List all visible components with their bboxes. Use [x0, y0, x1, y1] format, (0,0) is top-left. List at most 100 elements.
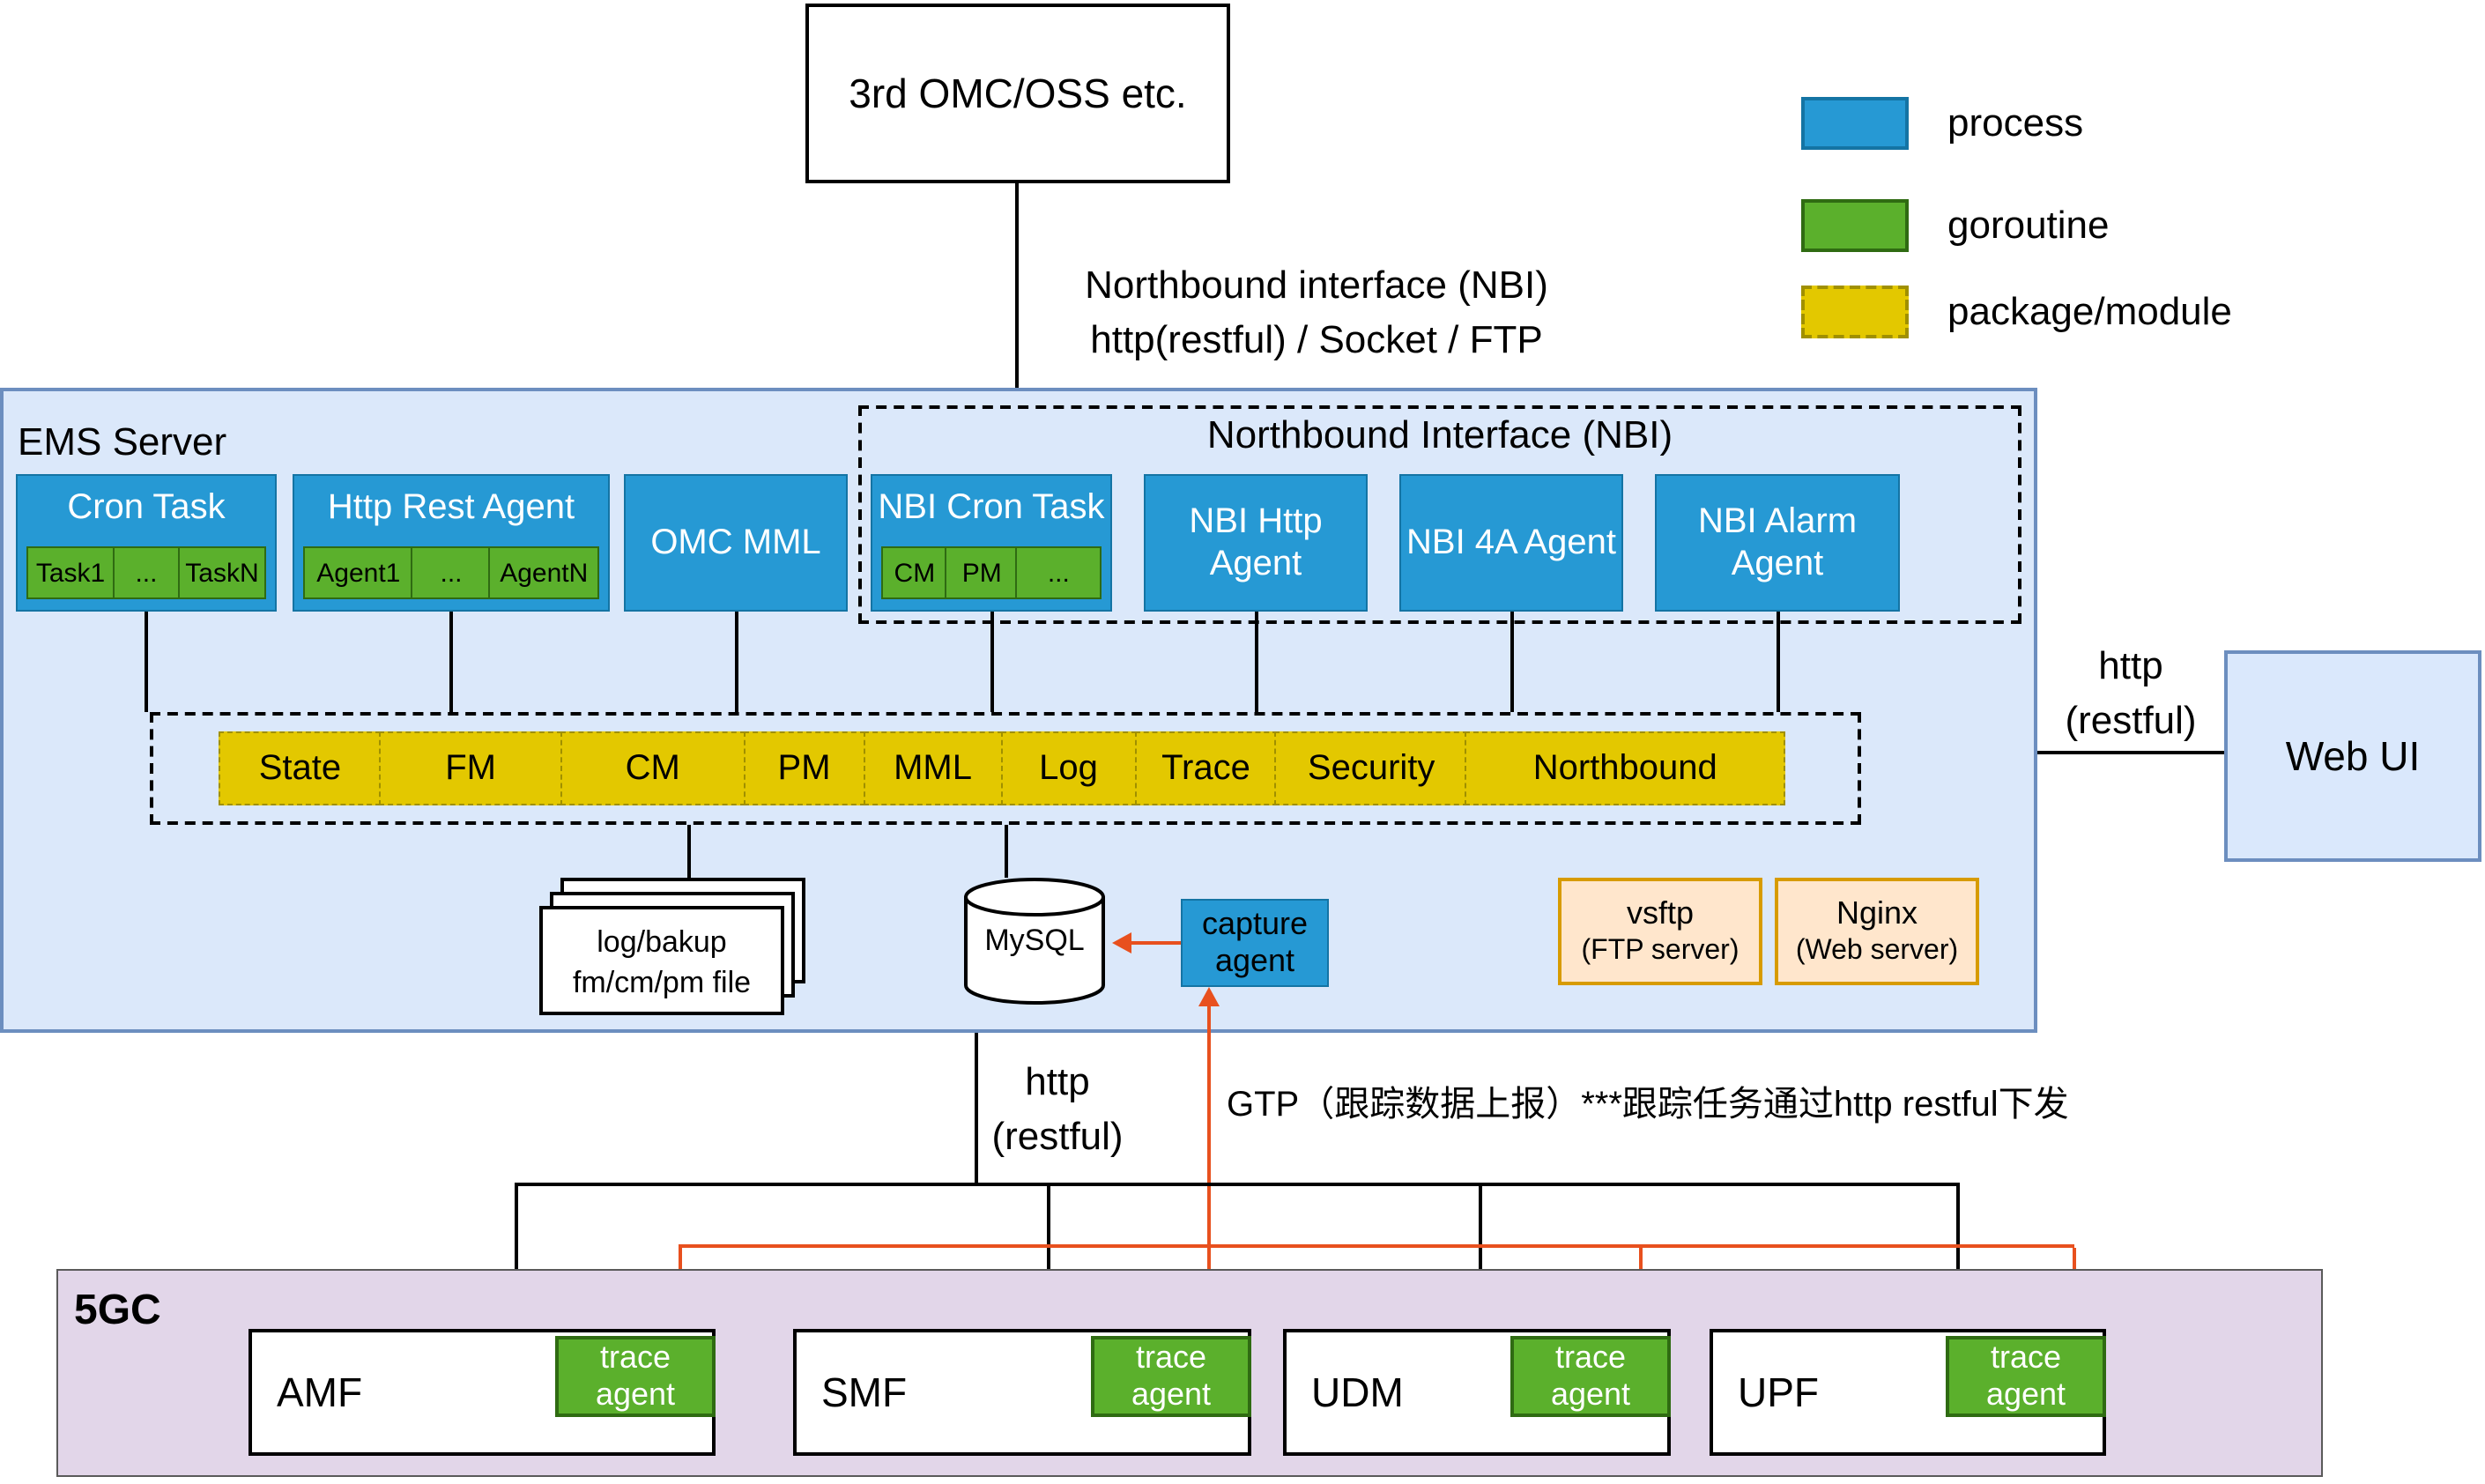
http-rest-agent-title: Http Rest Agent — [327, 488, 575, 527]
nginx-box: Nginx (Web server) — [1775, 878, 1979, 985]
nbi-cron-task-box: NBI Cron Task CM PM ... — [871, 474, 1112, 612]
connector-nbi-cron-task-modules — [990, 612, 994, 712]
south-link-line2: (restful) — [991, 1114, 1124, 1158]
module-mml: MML — [863, 731, 1004, 805]
goroutine-nbi-ellipsis: ... — [1015, 546, 1102, 599]
goroutine-cm: CM — [881, 546, 948, 599]
legend-label-goroutine: goroutine — [1947, 203, 2110, 247]
legend-item-goroutine: goroutine — [1801, 199, 2110, 252]
connector-omc-mml-modules — [735, 612, 738, 712]
module-security: Security — [1274, 731, 1468, 805]
webui-link-line1: http — [2098, 643, 2163, 687]
cron-task-box: Cron Task Task1 ... TaskN — [16, 474, 277, 612]
nbi-alarm-agent-title: NBI Alarm Agent — [1697, 502, 1858, 583]
orange-bus-trace — [679, 1244, 2074, 1248]
files-label-line1: log/bakup — [597, 925, 727, 959]
connector-external-to-ems — [1015, 183, 1019, 388]
legend-label-process: process — [1947, 100, 2084, 145]
goroutine-task-ellipsis: ... — [112, 546, 181, 599]
drop-amf — [515, 1184, 518, 1329]
smf-trace-agent-box: trace agent — [1091, 1336, 1251, 1417]
nbi-link-line2: http(restful) / Socket / FTP — [1090, 317, 1543, 361]
south-link-label: http (restful) — [952, 1054, 1163, 1163]
udm-trace-agent-box: trace agent — [1510, 1336, 1671, 1417]
nbi-4a-agent-box: NBI 4A Agent — [1399, 474, 1623, 612]
webui-link-label: http (restful) — [2020, 638, 2242, 747]
legend-item-process: process — [1801, 97, 2083, 150]
upf-trace-agent-box: trace agent — [1946, 1336, 2106, 1417]
file-stack-front-sheet: log/bakup fm/cm/pm file — [539, 906, 784, 1015]
cron-task-title: Cron Task — [67, 488, 226, 527]
vsftp-label: vsftp — [1626, 894, 1694, 930]
riser-ems-core — [975, 1033, 978, 1184]
vsftp-box: vsftp (FTP server) — [1558, 878, 1762, 985]
nbi-http-agent-box: NBI Http Agent — [1144, 474, 1368, 612]
web-ui-label: Web UI — [2285, 732, 2421, 778]
arrowhead-to-mysql — [1112, 932, 1131, 953]
amf-trace-agent-label: trace agent — [595, 1339, 676, 1412]
process-swatch-icon — [1801, 97, 1909, 150]
nbi-cron-task-title: NBI Cron Task — [878, 488, 1105, 527]
capture-agent-label: capture agent — [1201, 906, 1309, 978]
nbi-link-label: Northbound interface (NBI) http(restful)… — [990, 257, 1643, 367]
connector-ems-webui — [2037, 751, 2224, 754]
goroutine-pm: PM — [945, 546, 1019, 599]
drop-smf — [1047, 1184, 1050, 1329]
upf-trace-agent-label: trace agent — [1985, 1339, 2066, 1412]
nf-upf-label: UPF — [1738, 1369, 1819, 1414]
module-state: State — [219, 731, 382, 805]
nbi-alarm-agent-box: NBI Alarm Agent — [1655, 474, 1900, 612]
mysql-database-icon: MySQL — [961, 874, 1109, 1008]
drop-upf — [1956, 1184, 1960, 1329]
legend-item-package-module: package/module — [1801, 286, 2232, 338]
goroutine-agent-ellipsis: ... — [411, 546, 492, 599]
nbi-4a-agent-title: NBI 4A Agent — [1406, 523, 1616, 562]
module-swatch-icon — [1801, 286, 1909, 338]
nf-smf-label: SMF — [821, 1369, 908, 1414]
nf-amf-label: AMF — [277, 1369, 363, 1414]
orange-link-capture-mysql — [1131, 941, 1181, 945]
amf-trace-agent-box: trace agent — [555, 1336, 716, 1417]
http-rest-agent-goroutines: Agent1 ... AgentN — [303, 546, 600, 599]
omc-mml-box: OMC MML — [624, 474, 848, 612]
module-trace: Trace — [1134, 731, 1278, 805]
south-link-line1: http — [1025, 1059, 1090, 1103]
module-fm: FM — [378, 731, 563, 805]
goroutine-agentn: AgentN — [488, 546, 600, 599]
arrowhead-to-capture-agent — [1198, 987, 1220, 1006]
webui-link-line2: (restful) — [2065, 698, 2197, 742]
vsftp-sublabel: (FTP server) — [1581, 935, 1740, 965]
module-bar-container — [150, 712, 1861, 825]
goroutine-task1: Task1 — [26, 546, 115, 599]
connector-nbi-alarm-agent-modules — [1777, 612, 1780, 712]
external-omc-oss-box: 3rd OMC/OSS etc. — [805, 4, 1230, 183]
orange-riser-smf-capture — [1207, 1005, 1211, 1336]
module-pm: PM — [743, 731, 866, 805]
connector-modules-files — [687, 825, 691, 906]
module-cm: CM — [560, 731, 746, 805]
nbi-cron-task-goroutines: CM PM ... — [881, 546, 1102, 599]
nbi-group-title: Northbound Interface (NBI) — [1206, 412, 1673, 456]
module-northbound: Northbound — [1465, 731, 1785, 805]
nginx-sublabel: (Web server) — [1795, 935, 1959, 965]
connector-modules-mysql — [1005, 825, 1008, 878]
mysql-label: MySQL — [984, 924, 1085, 957]
nbi-http-agent-title: NBI Http Agent — [1189, 502, 1323, 583]
module-log: Log — [1000, 731, 1137, 805]
gtp-note: GTP（跟踪数据上报）***跟踪任务通过http restful下发 — [1227, 1086, 2069, 1124]
http-rest-agent-box: Http Rest Agent Agent1 ... AgentN — [293, 474, 610, 612]
bus-ems-nfs — [515, 1183, 1960, 1186]
external-omc-oss-label: 3rd OMC/OSS etc. — [849, 70, 1187, 115]
nbi-group-container — [858, 405, 2021, 624]
cron-task-goroutines: Task1 ... TaskN — [26, 546, 266, 599]
connector-http-rest-agent-modules — [449, 612, 453, 712]
udm-trace-agent-label: trace agent — [1550, 1339, 1631, 1412]
goroutine-swatch-icon — [1801, 199, 1909, 252]
smf-trace-agent-label: trace agent — [1131, 1339, 1212, 1412]
goroutine-agent1: Agent1 — [303, 546, 414, 599]
connector-cron-task-modules — [145, 612, 148, 712]
omc-mml-title: OMC MML — [650, 523, 821, 562]
nbi-link-line1: Northbound interface (NBI) — [1085, 263, 1548, 307]
